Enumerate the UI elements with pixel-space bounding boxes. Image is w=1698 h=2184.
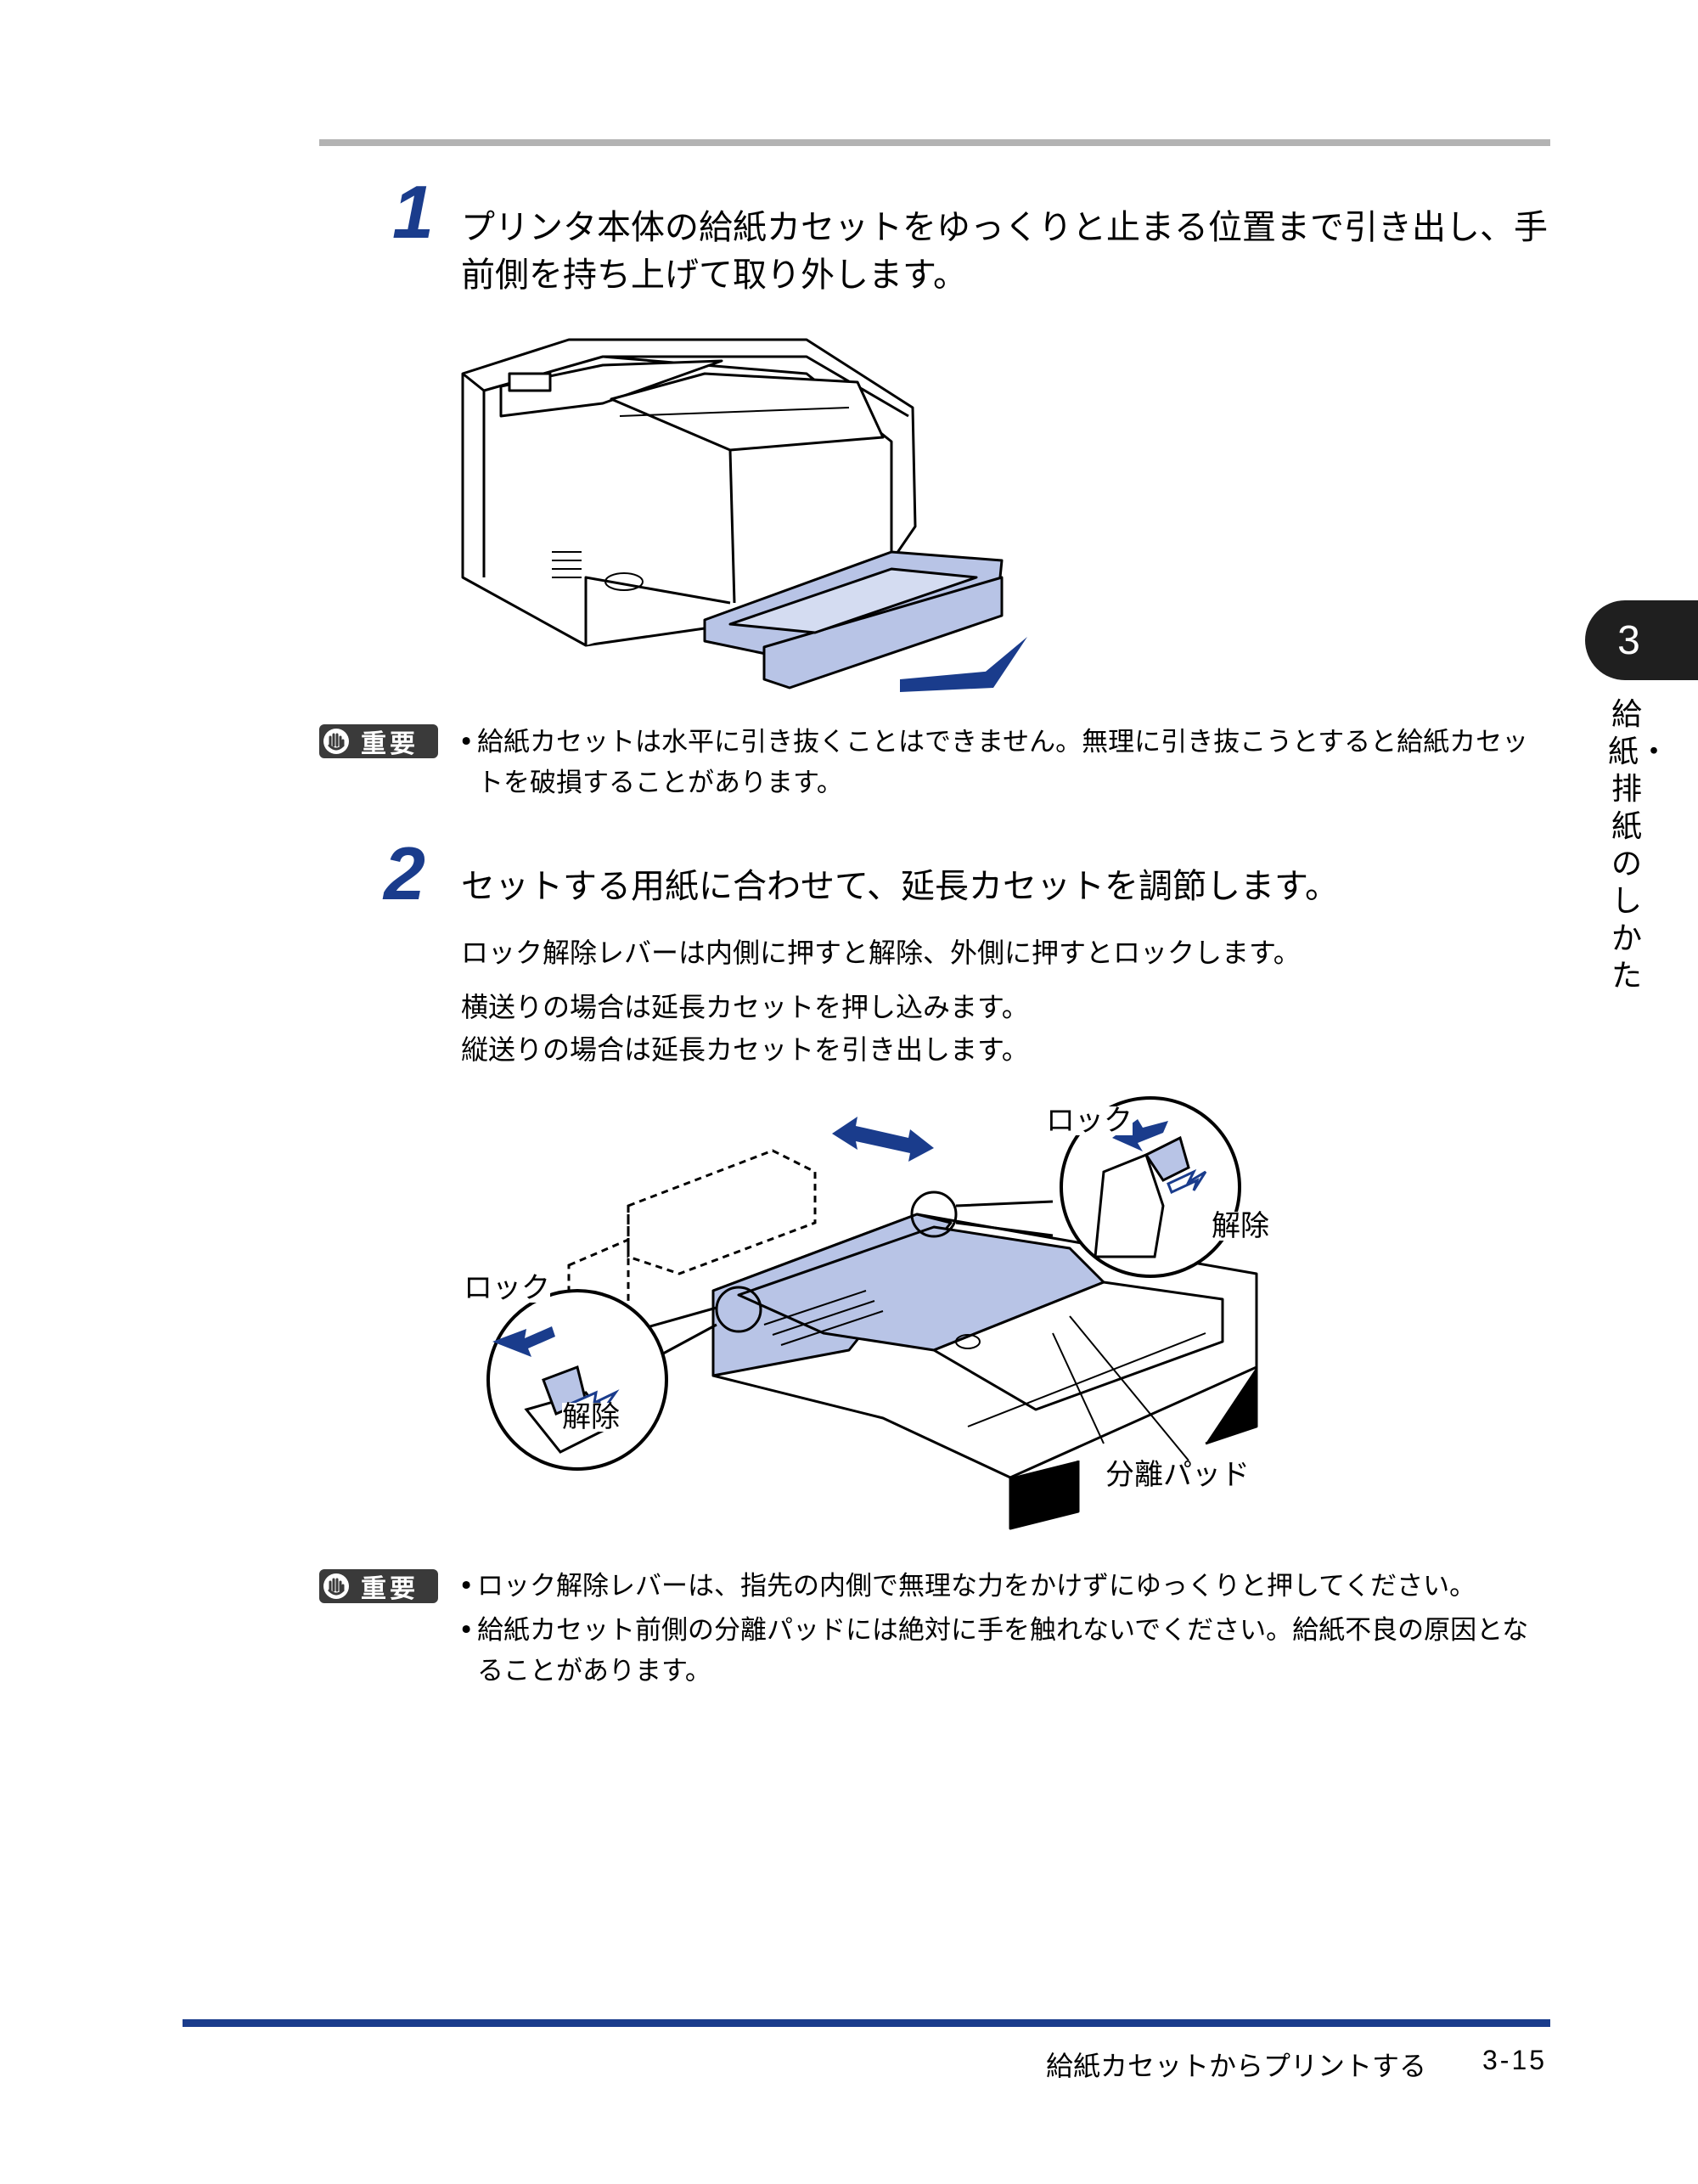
important-badge-2: 重要 xyxy=(319,1569,438,1604)
label-release-left: 解除 xyxy=(562,1400,620,1434)
bottom-rule xyxy=(183,2019,1550,2027)
cassette-extension-illustration xyxy=(486,1096,1258,1530)
label-release-right: 解除 xyxy=(1212,1209,1269,1243)
note-1-line-1: 給紙カセットは水平に引き抜くことはできません。無理に引き抜こうとすると給紙カセッ xyxy=(477,727,1529,757)
important-badge-label: 重要 xyxy=(361,1574,419,1604)
step-number-2: 2 xyxy=(384,831,425,915)
step-number-1: 1 xyxy=(392,170,434,254)
note-2-bullet-2-line-2: ることがあります。 xyxy=(477,1656,711,1686)
hand-stop-icon xyxy=(323,729,349,754)
printer-cassette-illustration xyxy=(461,338,1027,692)
note-1-text: 給紙カセットは水平に引き抜くことはできません。無理に引き抜こうとすると給紙カセッ… xyxy=(458,722,1572,803)
step-1-line-1: プリンタ本体の給紙カセットをゆっくりと止まる位置まで引き出し、手 xyxy=(461,208,1548,247)
hand-stop-icon xyxy=(323,1573,349,1599)
chapter-title: 給紙・排紙のしかた xyxy=(1608,697,1670,993)
footer-title: 給紙カセットからプリントする xyxy=(1046,2050,1427,2082)
note-2-bullet-2: 給紙カセット前側の分離パッドには絶対に手を触れないでください。給紙不良の原因とな… xyxy=(458,1610,1554,1691)
label-lock-left: ロック xyxy=(464,1271,550,1305)
label-separation-pad: 分離パッド xyxy=(1105,1458,1250,1492)
step-1-line-2: 前側を持ち上げて取り外します。 xyxy=(461,256,967,295)
important-badge-label: 重要 xyxy=(361,729,419,759)
note-2-bullet-2-line-1: 給紙カセット前側の分離パッドには絶対に手を触れないでください。給紙不良の原因とな xyxy=(477,1615,1529,1646)
top-rule xyxy=(319,139,1550,146)
note-2-bullet-1: ロック解除レバーは、指先の内側で無理な力をかけずにゆっくりと押してください。 xyxy=(458,1566,1554,1607)
step-2-para-3: 縦送りの場合は延長カセットを引き出します。 xyxy=(461,1033,1029,1066)
step-2-para-1: ロック解除レバーは内側に押すと解除、外側に押すとロックします。 xyxy=(461,937,1301,969)
note-1-line-2: トを破損することがあります。 xyxy=(477,768,843,798)
important-badge-1: 重要 xyxy=(319,724,438,759)
step-2-title: セットする用紙に合わせて、延長カセットを調節します。 xyxy=(461,867,1339,906)
step-2-para-2: 横送りの場合は延長カセットを押し込みます。 xyxy=(461,991,1029,1023)
footer-page-number: 3-15 xyxy=(1482,2045,1548,2075)
chapter-tab[interactable]: 3 xyxy=(1585,600,1698,680)
step-1-text: プリンタ本体の給紙カセットをゆっくりと止まる位置まで引き出し、手 前側を持ち上げ… xyxy=(461,204,1556,299)
label-lock-right: ロック xyxy=(1046,1104,1133,1138)
note-2-text: ロック解除レバーは、指先の内側で無理な力をかけずにゆっくりと押してください。 給… xyxy=(458,1566,1554,1691)
